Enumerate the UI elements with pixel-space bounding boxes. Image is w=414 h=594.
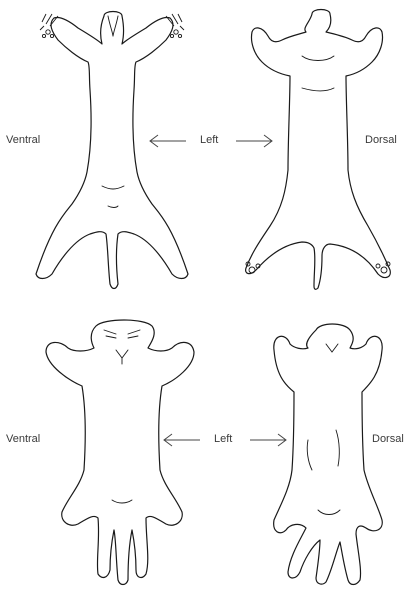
bottom-dorsal-label: Dorsal bbox=[372, 433, 404, 445]
bottom-left-arrow bbox=[164, 434, 200, 446]
bottom-right-arrow bbox=[250, 434, 286, 446]
rat-ventral-figure bbox=[36, 12, 188, 289]
mouse-ventral-figure bbox=[46, 320, 194, 585]
bottom-left-label: Left bbox=[214, 433, 232, 445]
mouse-dorsal-figure bbox=[274, 324, 383, 585]
rat-ventral-outline bbox=[36, 12, 188, 289]
top-right-arrow bbox=[236, 135, 272, 147]
rat-dorsal-figure bbox=[246, 10, 391, 290]
top-ventral-label: Ventral bbox=[6, 134, 40, 146]
top-dorsal-label: Dorsal bbox=[365, 134, 397, 146]
top-left-arrow bbox=[150, 135, 186, 147]
mouse-ventral-outline bbox=[46, 320, 194, 585]
rat-dorsal-right-hindpaw bbox=[376, 262, 390, 273]
mouse-dorsal-outline bbox=[274, 324, 383, 585]
top-left-label: Left bbox=[200, 134, 218, 146]
rat-dorsal-outline bbox=[246, 10, 391, 290]
bottom-ventral-label: Ventral bbox=[6, 433, 40, 445]
